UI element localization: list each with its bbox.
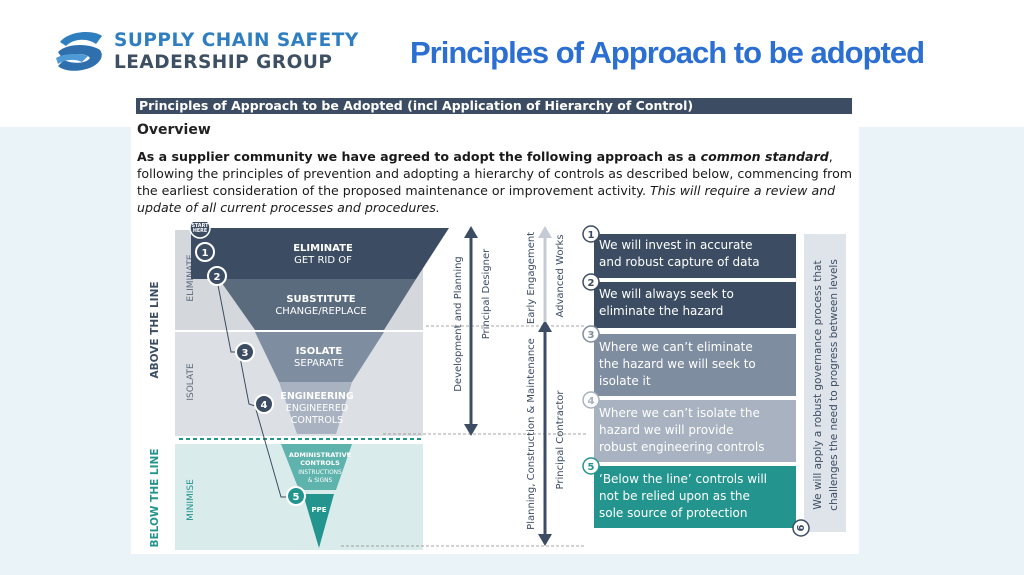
governance-panel <box>804 234 846 532</box>
level-3-num: 3 <box>242 348 249 359</box>
label-planning-construction: Planning, Construction & Maintenance <box>526 338 537 530</box>
statement-4-num: 4 <box>588 396 595 407</box>
level-1-badge <box>195 242 215 262</box>
level-4-num: 4 <box>261 400 268 411</box>
statement-5: 5 ‘Below the line’ controls will not be … <box>582 457 796 528</box>
level-4-sub2: CONTROLS <box>291 415 343 426</box>
para-italic-bold: common standard <box>700 149 829 164</box>
slide-title: Principles of Approach to be adopted <box>410 35 925 70</box>
statement-3-line3: isolate it <box>599 374 651 388</box>
start-here-marker <box>189 222 211 239</box>
level-4-title: ENGINEERING <box>280 391 354 402</box>
level-admin-shape <box>281 444 352 490</box>
overview-heading: Overview <box>137 122 211 138</box>
statement-3: 3 Where we can’t eliminate the hazard we… <box>582 325 796 396</box>
logo-line1: SUPPLY CHAIN SAFETY <box>114 30 359 51</box>
zone-isolate-label: ISOLATE <box>186 363 196 401</box>
overview-paragraph: As a supplier community we have agreed t… <box>137 148 853 216</box>
zone-minimise-label: MINIMISE <box>186 479 196 521</box>
arrow-designer-head-top <box>464 226 478 238</box>
level-admin-sub: CONTROLS <box>300 459 340 467</box>
level-1-sub: GET RID OF <box>294 255 352 266</box>
arrow-contractor-head-top <box>538 320 552 332</box>
level-5-badge <box>286 486 306 506</box>
start-here-line2: HERE <box>193 228 207 234</box>
statement-4-line1: Where we can’t isolate the <box>599 406 760 420</box>
level-2-title: SUBSTITUTE <box>286 294 355 305</box>
statement-3-line1: Where we can’t eliminate <box>599 340 753 354</box>
governance-num: 6 <box>796 524 807 531</box>
level-admin-sub2: INSTRUCTIONS <box>298 470 342 476</box>
level-2-sub: CHANGE/REPLACE <box>275 306 366 317</box>
statement-1-line2: and robust capture of data <box>599 255 760 269</box>
level-ppe-shape <box>303 494 334 548</box>
level-5-num: 5 <box>293 492 300 503</box>
hierarchy-diagram: ABOVE THE LINE BELOW THE LINE ELIMINATE … <box>149 222 846 550</box>
statement-1-line1: We will invest in accurate <box>599 238 752 252</box>
statement-4-line3: robust engineering controls <box>599 440 764 454</box>
document-title-bar: Principles of Approach to be Adopted (in… <box>136 98 852 114</box>
para-normal: , following the principles of prevention… <box>137 149 853 198</box>
arrow-advanced-head <box>538 226 552 238</box>
logo-line2: LEADERSHIP GROUP <box>114 52 333 73</box>
level-2-num: 2 <box>214 272 221 283</box>
governance-line1: We will apply a robust governance proces… <box>812 260 824 509</box>
document-panel: Principles of Approach to be Adopted (in… <box>131 96 859 554</box>
statement-5-num: 5 <box>588 462 595 473</box>
level-4-badge <box>254 394 274 414</box>
statement-2-line2: eliminate the hazard <box>599 304 723 318</box>
statement-3-num: 3 <box>588 330 595 341</box>
above-line-label: ABOVE THE LINE <box>149 281 161 378</box>
label-dev-planning: Development and Planning <box>453 256 464 392</box>
governance-badge <box>792 519 810 537</box>
level-1-title: ELIMINATE <box>293 243 353 254</box>
logo-wordmark: SUPPLY CHAIN SAFETY LEADERSHIP GROUP <box>114 30 359 74</box>
statement-2-num: 2 <box>588 278 595 289</box>
statement-5-line3: sole source of protection <box>599 506 747 520</box>
statement-5-line1: ‘Below the line’ controls will <box>599 472 767 486</box>
para-italic: This will require a review and update of… <box>137 183 836 215</box>
statement-5-line2: not be relied upon as the <box>599 489 750 503</box>
statement-2: 2 We will always seek to eliminate the h… <box>582 273 796 328</box>
label-principal-designer: Principal Designer <box>481 248 492 339</box>
statement-4: 4 Where we can’t isolate the hazard we w… <box>582 391 796 462</box>
statement-1: 1 We will invest in accurate and robust … <box>582 225 796 278</box>
statement-2-line1: We will always seek to <box>599 287 734 301</box>
start-here-line1: START <box>192 223 210 229</box>
label-early-engagement: Early Engagement <box>526 232 537 324</box>
arrow-designer-head-bottom <box>464 424 478 436</box>
statement-1-num: 1 <box>588 230 595 241</box>
level-3-title: ISOLATE <box>296 346 343 357</box>
arrow-contractor-head-bottom <box>538 534 552 546</box>
logo-icon <box>56 32 102 71</box>
level-3-sub: SEPARATE <box>294 358 344 369</box>
level-eliminate-shape <box>191 228 449 279</box>
level-engineering-shape <box>279 382 352 434</box>
level-3-badge <box>235 342 255 362</box>
level-1-num: 1 <box>202 248 209 259</box>
governance-line2: challenges the need to progress between … <box>828 259 840 511</box>
level-admin-sub3: & SIGNS <box>308 478 333 484</box>
para-bold: As a supplier community we have agreed t… <box>137 149 701 164</box>
level-substitute-shape <box>219 279 416 330</box>
label-principal-contractor: Principal Contractor <box>555 390 566 490</box>
statement-4-line2: hazard we will provide <box>599 423 733 437</box>
level-isolate-shape <box>255 332 384 382</box>
level-ppe-title: PPE <box>311 506 326 514</box>
level-4-sub: ENGINEERED <box>286 403 348 414</box>
statement-3-line2: the hazard we will seek to <box>599 357 756 371</box>
level-2-badge <box>207 266 227 286</box>
label-advanced-works: Advanced Works <box>555 234 566 317</box>
level-admin-title: ADMINISTRATIVE <box>289 451 351 459</box>
below-line-label: BELOW THE LINE <box>149 449 161 548</box>
